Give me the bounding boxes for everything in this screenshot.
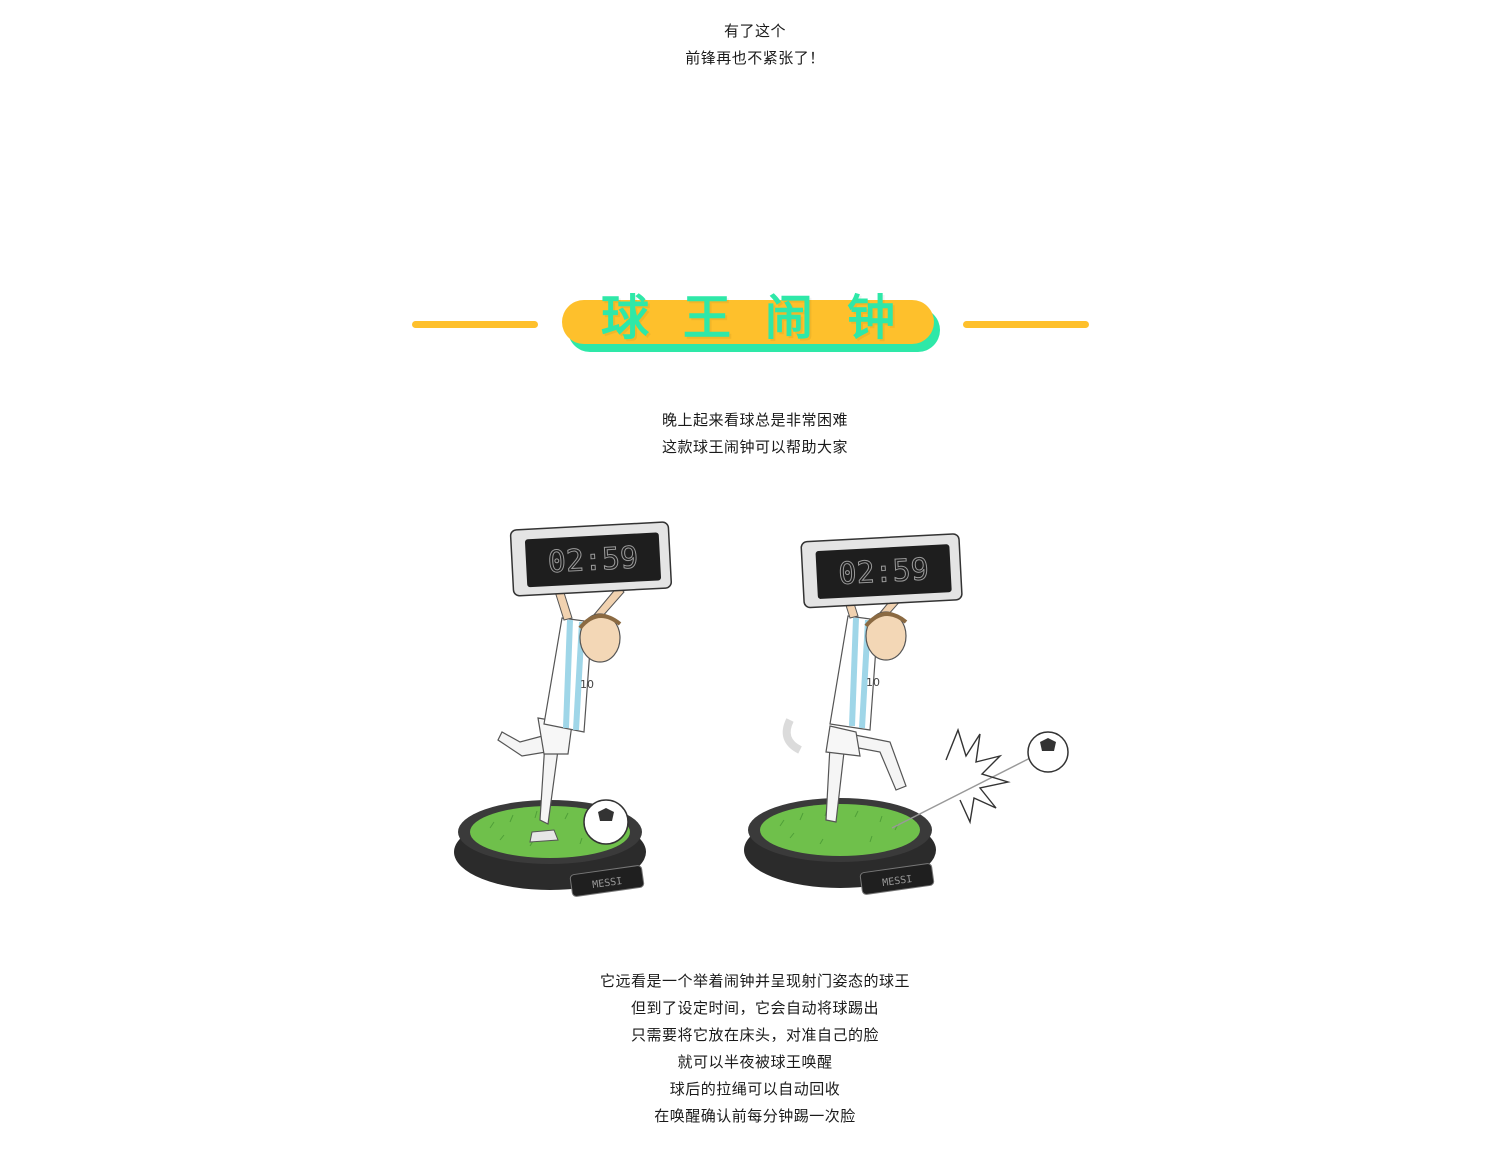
section-description: 晚上起来看球总是非常困难 这款球王闹钟可以帮助大家 bbox=[0, 407, 1510, 461]
badge-face bbox=[562, 300, 934, 344]
detail-line: 就可以半夜被球王唤醒 bbox=[677, 1053, 833, 1071]
intro-line: 有了这个 bbox=[723, 22, 786, 40]
pull-string bbox=[891, 751, 1043, 829]
illustration-clock-kicking: MESSI 10 02:59 bbox=[744, 533, 1069, 895]
title-divider-left bbox=[412, 321, 538, 328]
jersey-number: 10 bbox=[580, 678, 594, 691]
motion-blur bbox=[782, 718, 802, 754]
description-line: 这款球王闹钟可以帮助大家 bbox=[661, 438, 848, 456]
ball-patch bbox=[598, 808, 614, 821]
player-hair bbox=[864, 612, 908, 628]
base-nameplate bbox=[859, 863, 935, 895]
alarm-clock: 02:59 bbox=[509, 521, 673, 597]
base-label: MESSI bbox=[592, 876, 623, 891]
kick-burst bbox=[945, 727, 1011, 825]
illustration-clock-idle: MESSI 10 02:59 bbox=[454, 521, 673, 897]
detail-line: 在唤醒确认前每分钟踢一次脸 bbox=[654, 1107, 856, 1125]
detail-line: 它远看是一个举着闹钟并呈现射门姿态的球王 bbox=[599, 972, 910, 990]
intro-line: 前锋再也不紧张了！ bbox=[685, 49, 825, 67]
soccer-ball bbox=[583, 799, 629, 845]
detail-line: 但到了设定时间，它会自动将球踢出 bbox=[630, 999, 879, 1017]
title-divider-right bbox=[963, 321, 1089, 328]
clock-display: 02:59 bbox=[838, 552, 930, 592]
intro-text: 有了这个 前锋再也不紧张了！ bbox=[0, 18, 1510, 72]
base-nameplate bbox=[569, 865, 645, 897]
detail-line: 球后的拉绳可以自动回收 bbox=[669, 1080, 841, 1098]
grass-pad bbox=[760, 804, 920, 856]
description-line: 晚上起来看球总是非常困难 bbox=[661, 411, 848, 429]
clock-display: 02:59 bbox=[547, 541, 639, 581]
player-hair bbox=[578, 614, 622, 630]
alarm-clock: 02:59 bbox=[800, 533, 963, 609]
clock-screen bbox=[524, 532, 662, 588]
clock-screen bbox=[815, 544, 952, 599]
shorts bbox=[825, 725, 861, 757]
section-title: 球王闹钟 bbox=[600, 290, 929, 346]
shoe bbox=[529, 829, 559, 843]
jersey-number: 10 bbox=[866, 676, 880, 689]
section-title-badge: 球王闹钟 bbox=[562, 290, 940, 356]
ball-patch bbox=[1040, 738, 1056, 751]
soccer-ball bbox=[1027, 731, 1069, 773]
base-label: MESSI bbox=[882, 874, 913, 889]
detail-line: 只需要将它放在床头，对准自己的脸 bbox=[630, 1026, 879, 1044]
section-details: 它远看是一个举着闹钟并呈现射门姿态的球王 但到了设定时间，它会自动将球踢出 只需… bbox=[0, 968, 1510, 1130]
